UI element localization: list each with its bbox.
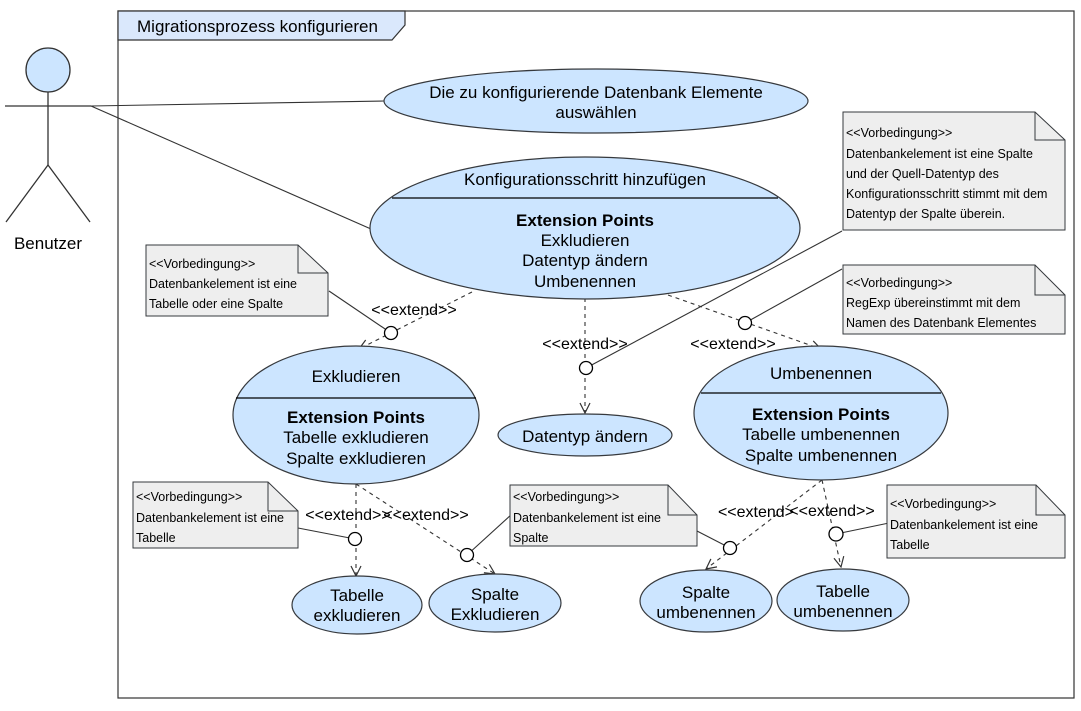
svg-text:Tabelle umbenennen: Tabelle umbenennen: [742, 425, 900, 444]
extend-label-column-exclude: <<extend>>: [383, 507, 468, 524]
actor-benutzer[interactable]: Benutzer: [5, 47, 91, 253]
svg-text:Extension Points: Extension Points: [752, 405, 890, 424]
actor-label: Benutzer: [14, 234, 82, 253]
svg-text:Spalte umbenennen: Spalte umbenennen: [745, 446, 897, 465]
usecase-column-rename[interactable]: Spalte umbenennen: [639, 569, 773, 633]
note-table-exclude: <<Vorbedingung>> Datenbankelement ist ei…: [132, 481, 299, 549]
svg-text:Datentyp ändern: Datentyp ändern: [522, 251, 648, 270]
usecase-table-exclude[interactable]: Tabelle exkludieren: [291, 575, 423, 635]
svg-text:und der Quell-Datentyp des: und der Quell-Datentyp des: [846, 167, 999, 181]
usecase-select-elements[interactable]: Die zu konfigurierende Datenbank Element…: [383, 68, 809, 134]
svg-text:Datentyp ändern: Datentyp ändern: [522, 427, 648, 446]
svg-text:Extension Points: Extension Points: [287, 408, 425, 427]
svg-text:Tabelle exkludieren: Tabelle exkludieren: [283, 428, 429, 447]
svg-text:RegExp übereinstimmt mit dem: RegExp übereinstimmt mit dem: [846, 296, 1020, 310]
usecase-change-datatype[interactable]: Datentyp ändern: [497, 413, 673, 457]
note-exclude: <<Vorbedingung>> Datenbankelement ist ei…: [145, 244, 329, 317]
svg-text:Namen des Datenbank Elementes: Namen des Datenbank Elementes: [846, 316, 1036, 330]
svg-text:Tabelle oder eine Spalte: Tabelle oder eine Spalte: [149, 297, 283, 311]
svg-text:Spalte: Spalte: [471, 585, 519, 604]
extend-line-table-rename: [821, 479, 841, 567]
extend-label-table-rename: <<extend>>: [789, 503, 874, 520]
extend-label-rename: <<extend>>: [690, 336, 775, 353]
svg-text:<<Vorbedingung>>: <<Vorbedingung>>: [890, 497, 996, 511]
svg-text:Datenbankelement ist eine Spal: Datenbankelement ist eine Spalte: [846, 147, 1033, 161]
svg-text:exkludieren: exkludieren: [314, 606, 401, 625]
svg-text:Die zu konfigurierende Datenba: Die zu konfigurierende Datenbank Element…: [429, 83, 763, 102]
svg-text:auswählen: auswählen: [555, 103, 636, 122]
svg-text:<<Vorbedingung>>: <<Vorbedingung>>: [136, 490, 242, 504]
extend-label-table-exclude: <<extend>>: [305, 507, 390, 524]
svg-text:Spalte exkludieren: Spalte exkludieren: [286, 449, 426, 468]
extend-line-column-rename: [706, 479, 823, 569]
svg-text:Datenbankelement ist eine: Datenbankelement ist eine: [513, 511, 661, 525]
svg-text:<<Vorbedingung>>: <<Vorbedingung>>: [513, 490, 619, 504]
svg-text:Konfigurationsschritt hinzufüg: Konfigurationsschritt hinzufügen: [464, 170, 706, 189]
svg-text:Spalte: Spalte: [513, 531, 548, 545]
svg-text:Exkludieren: Exkludieren: [541, 231, 630, 250]
usecase-rename[interactable]: Umbenennen Extension Points Tabelle umbe…: [693, 345, 949, 481]
extend-label-exclude: <<extend>>: [371, 302, 456, 319]
svg-text:Konfigurationsschritt stimmt m: Konfigurationsschritt stimmt mit dem: [846, 187, 1047, 201]
svg-text:Exkludieren: Exkludieren: [312, 367, 401, 386]
actor-head: [25, 47, 71, 93]
svg-text:Datenbankelement ist eine: Datenbankelement ist eine: [136, 511, 284, 525]
svg-text:Exkludieren: Exkludieren: [451, 605, 540, 624]
association-add-step: [90, 105, 372, 230]
svg-text:<<Vorbedingung>>: <<Vorbedingung>>: [846, 276, 952, 290]
system-frame: Migrationsprozess konfigurieren: [117, 10, 1075, 699]
svg-text:umbenennen: umbenennen: [656, 603, 755, 622]
svg-text:Datentyp der Spalte überein.: Datentyp der Spalte überein.: [846, 207, 1005, 221]
svg-text:Tabelle: Tabelle: [330, 586, 384, 605]
usecase-table-rename[interactable]: Tabelle umbenennen: [776, 568, 910, 632]
usecase-exclude[interactable]: Exkludieren Extension Points Tabelle exk…: [232, 345, 480, 485]
extend-line-column-exclude: [355, 483, 495, 574]
svg-text:Datenbankelement ist eine: Datenbankelement ist eine: [890, 518, 1038, 532]
svg-text:Tabelle: Tabelle: [816, 582, 870, 601]
svg-text:Extension Points: Extension Points: [516, 211, 654, 230]
extend-labels: <<extend>> <<extend>> <<extend>> <<exten…: [305, 302, 874, 524]
extend-label-column-rename: <<extend>: [718, 504, 794, 521]
svg-text:umbenennen: umbenennen: [793, 602, 892, 621]
note-table-rename: <<Vorbedingung>> Datenbankelement ist ei…: [886, 484, 1066, 559]
svg-text:<<Vorbedingung>>: <<Vorbedingung>>: [149, 257, 255, 271]
usecase-column-exclude[interactable]: Spalte Exkludieren: [428, 573, 562, 633]
note-datatype: <<Vorbedingung>> Datenbankelement ist ei…: [842, 111, 1066, 231]
svg-text:Spalte: Spalte: [682, 583, 730, 602]
svg-text:Tabelle: Tabelle: [136, 531, 176, 545]
association-select: [90, 100, 385, 107]
frame-title: Migrationsprozess konfigurieren: [137, 17, 378, 36]
svg-text:Umbenennen: Umbenennen: [534, 272, 636, 291]
note-column-exclude: <<Vorbedingung>> Datenbankelement ist ei…: [509, 484, 698, 547]
extend-line-exclude: [359, 291, 473, 349]
svg-text:Tabelle: Tabelle: [890, 538, 930, 552]
note-rename: <<Vorbedingung>> RegExp übereinstimmt mi…: [842, 264, 1066, 335]
extend-label-datatype: <<extend>>: [542, 336, 627, 353]
extension-point-markers: [347, 315, 844, 563]
svg-text:Umbenennen: Umbenennen: [770, 364, 872, 383]
svg-text:<<Vorbedingung>>: <<Vorbedingung>>: [846, 126, 952, 140]
svg-text:Datenbankelement ist eine: Datenbankelement ist eine: [149, 277, 297, 291]
usecase-add-config-step[interactable]: Konfigurationsschritt hinzufügen Extensi…: [369, 156, 801, 300]
